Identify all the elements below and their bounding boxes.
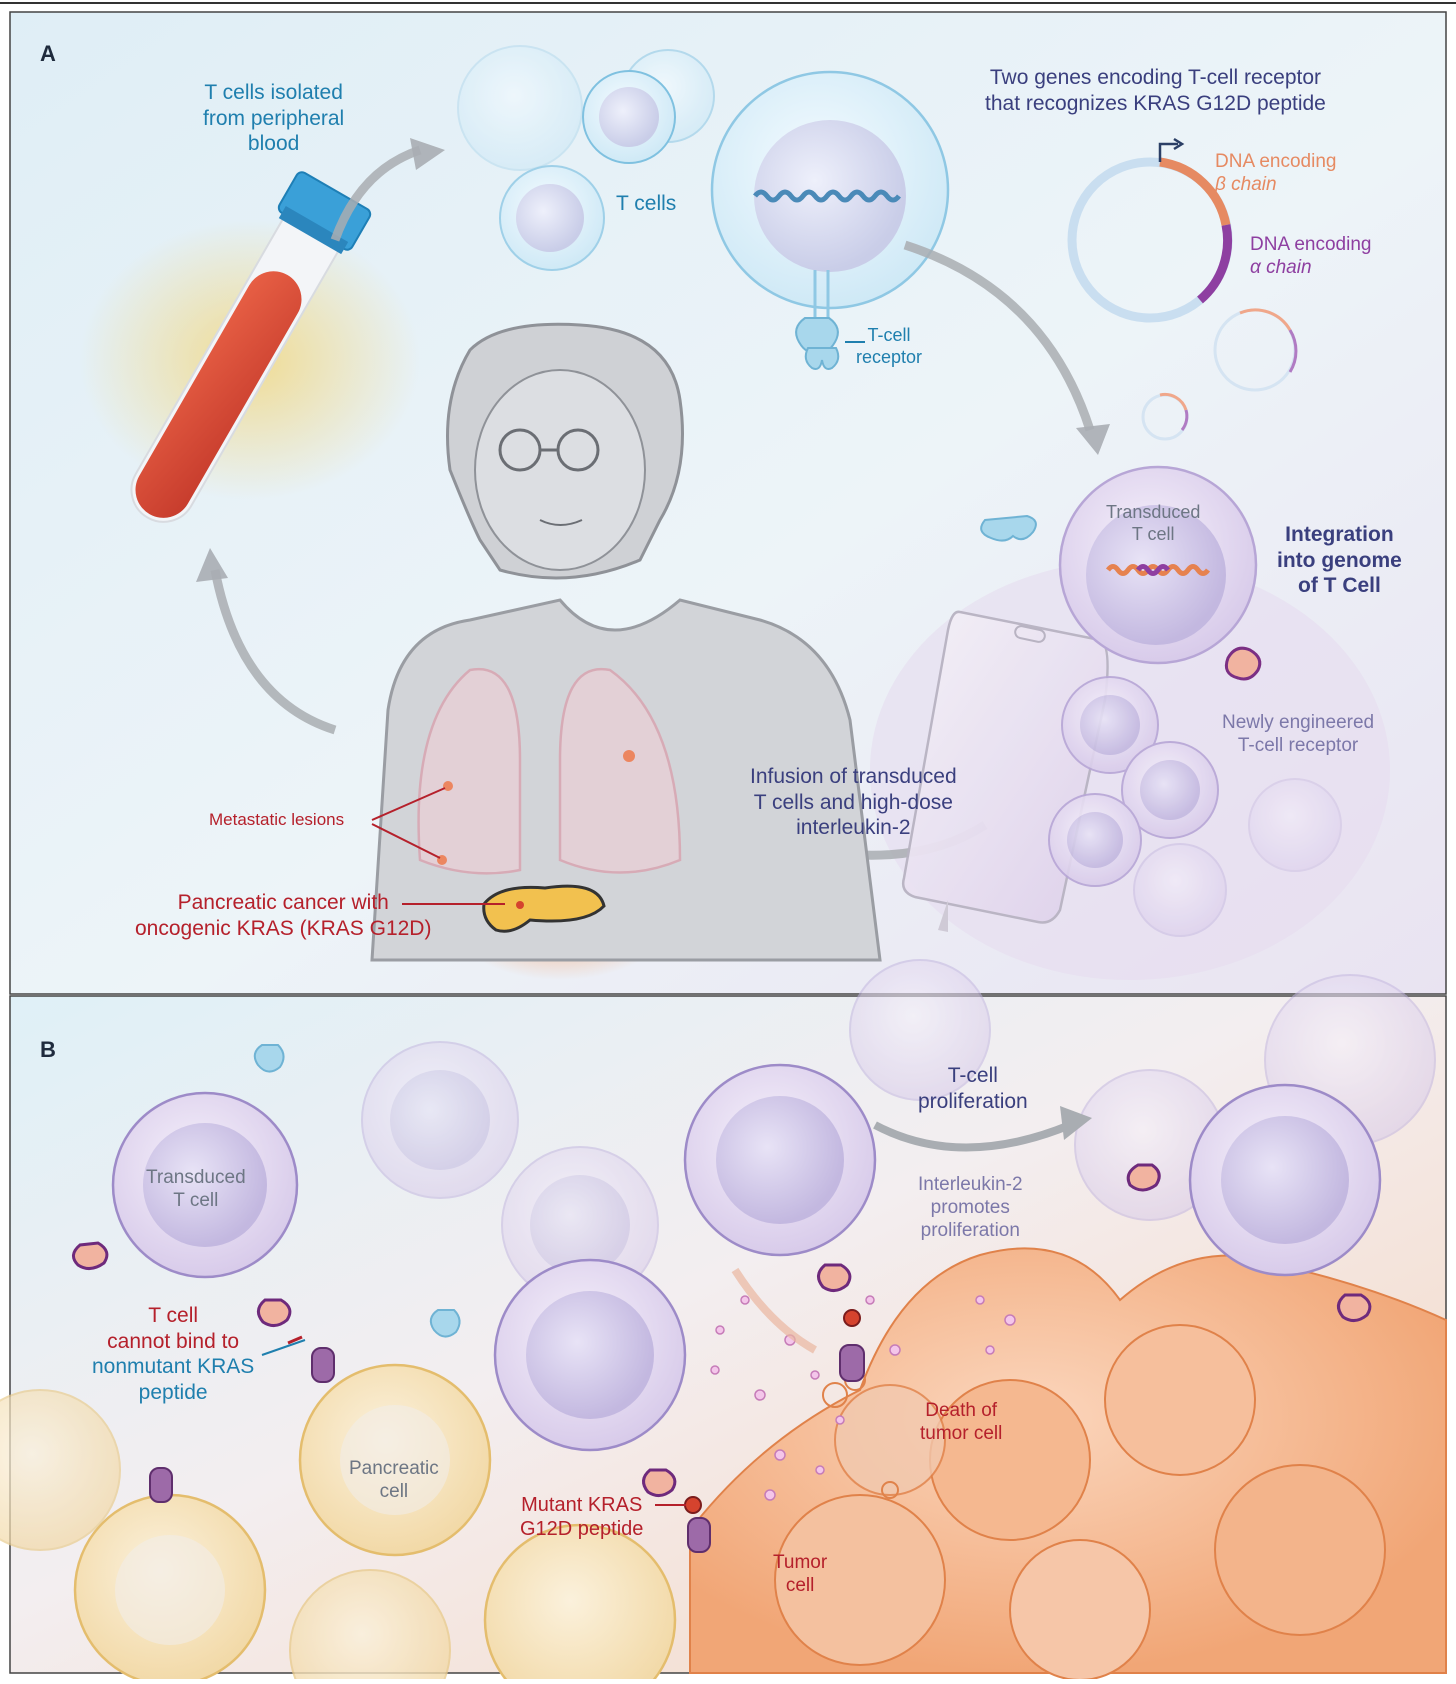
cannot-bind-label: T cell cannot bind to nonmutant KRAS pep… (92, 1303, 254, 1405)
tcr-engineered-icon (1224, 646, 1262, 681)
panel-a (9, 11, 1447, 995)
integration-label: Integration into genome of T Cell (1277, 522, 1402, 599)
label-line: proliferation (918, 1089, 1028, 1113)
plasmid-small (1141, 392, 1189, 441)
leader-lines-b (261, 1339, 686, 1506)
label-line: Pancreatic (349, 1458, 439, 1479)
panel-a-letter: A (40, 41, 56, 66)
tcr-engineered-icons (72, 1163, 1372, 1497)
kras-peptide-icons (149, 1344, 865, 1553)
dna-alpha-label: DNA encoding α chain (1250, 233, 1371, 279)
t-cell-proliferated (1188, 1083, 1382, 1277)
label-line: T-cell (867, 325, 911, 345)
label-line: into genome (1277, 548, 1402, 572)
infusion-label: Infusion of transduced T cells and high-… (750, 764, 957, 841)
mutant-peptide-dot (843, 1309, 861, 1327)
mutant-kras-label: Mutant KRAS G12D peptide (520, 1493, 643, 1542)
proliferation-arrow (731, 1106, 1092, 1354)
label-line: Death of (925, 1400, 998, 1421)
label-line: T cell (148, 1304, 199, 1327)
label-line: proliferation (920, 1220, 1020, 1242)
t-cell-center (493, 1258, 687, 1452)
plasmid-medium (1213, 308, 1298, 392)
label-line: Two genes encoding T-cell receptor (989, 66, 1321, 89)
pancreatic-cell-label: Pancreatic cell (349, 1457, 439, 1503)
dna-beta-label: DNA encoding β chain (1215, 150, 1336, 196)
label-line: of T Cell (1298, 574, 1381, 598)
label-line: cell (379, 1481, 409, 1503)
label-line: Infusion of transduced (750, 765, 957, 788)
label-line: oncogenic KRAS (KRAS G12D) (135, 916, 432, 940)
label-line: β chain (1215, 174, 1277, 196)
label-line: Mutant KRAS (521, 1494, 643, 1516)
label-line: receptor (856, 346, 923, 367)
tumor-cell-label: Tumor cell (773, 1551, 827, 1597)
label-line: DNA encoding (1250, 234, 1372, 255)
label-line: Pancreatic cancer with (177, 891, 389, 914)
label-line: α chain (1250, 257, 1312, 279)
engineered-cell-cluster (1048, 676, 1342, 937)
label-line: cannot bind to (107, 1329, 240, 1353)
label-line: promotes (930, 1197, 1010, 1219)
panel-b-letter: B (40, 1037, 56, 1062)
death-label: Death of tumor cell (920, 1399, 1002, 1445)
label-line: Interleukin-2 (918, 1174, 1023, 1195)
label-line: T cells isolated (204, 81, 343, 104)
label-line: blood (247, 132, 300, 156)
il2-label: Interleukin-2 promotes proliferation (918, 1173, 1023, 1243)
label-line: tumor cell (920, 1423, 1003, 1445)
plasmid-large (1067, 137, 1233, 323)
tumor-mass (689, 1247, 1447, 1681)
block-symbol (287, 1335, 303, 1345)
blood-tube-icon (130, 171, 372, 523)
label-line: nonmutant KRAS (92, 1355, 255, 1379)
label-line: peptide (138, 1380, 208, 1404)
two-genes-label: Two genes encoding T-cell receptor that … (985, 65, 1326, 116)
label-line: DNA encoding (1215, 151, 1337, 172)
t-cells-group (457, 45, 715, 271)
tcr-blue-icon (795, 317, 840, 370)
label-line: Integration (1285, 523, 1394, 546)
t-cell-attacking (683, 1063, 877, 1257)
label-line: Transduced (1106, 502, 1201, 522)
tcr-label: T-cell receptor (856, 325, 922, 369)
transduced-t-cell-a (980, 465, 1262, 681)
label-line: that recognizes KRAS G12D peptide (985, 91, 1326, 115)
patient-figure (370, 322, 882, 962)
tcr-blue-icons (253, 1044, 461, 1338)
label-line: interleukin-2 (796, 816, 911, 840)
t-cells-label: T cells (616, 192, 677, 215)
process-arrows (210, 145, 1095, 860)
label-line: T-cell receptor (1237, 735, 1359, 757)
pancreatic-cancer-label: Pancreatic cancer with oncogenic KRAS (K… (135, 890, 431, 941)
newly-engineered-label: Newly engineered T-cell receptor (1222, 711, 1374, 757)
label-line: from peripheral (203, 106, 345, 130)
label-line: Newly engineered (1222, 712, 1375, 733)
transduced-t-cell-b (111, 1091, 299, 1279)
label-line: cell (785, 1575, 815, 1597)
large-t-cell (710, 70, 950, 370)
label-line: T-cell (947, 1064, 998, 1087)
il2-particles (710, 1295, 1016, 1501)
label-line: G12D peptide (520, 1518, 644, 1541)
mutant-peptide-dot (684, 1496, 702, 1514)
tcr-blue-icon (980, 514, 1037, 542)
label-line: T cells and high-dose (753, 790, 953, 814)
t-cells-isolated-label: T cells isolated from peripheral blood (203, 80, 344, 157)
pancreatic-cells (0, 1363, 677, 1684)
label-line: Tumor (773, 1552, 828, 1573)
panel-b (0, 959, 1447, 1684)
leader-lines-a (371, 787, 505, 905)
label-line: Transduced (146, 1167, 246, 1188)
label-line: T cell (173, 1190, 219, 1212)
transduced-b-label: Transduced T cell (146, 1166, 246, 1212)
proliferation-label: T-cell proliferation (918, 1063, 1028, 1114)
transduced-a-label: Transduced T cell (1106, 502, 1200, 546)
label-line: T cell (1131, 523, 1175, 544)
metastatic-label: Metastatic lesions (209, 810, 345, 829)
